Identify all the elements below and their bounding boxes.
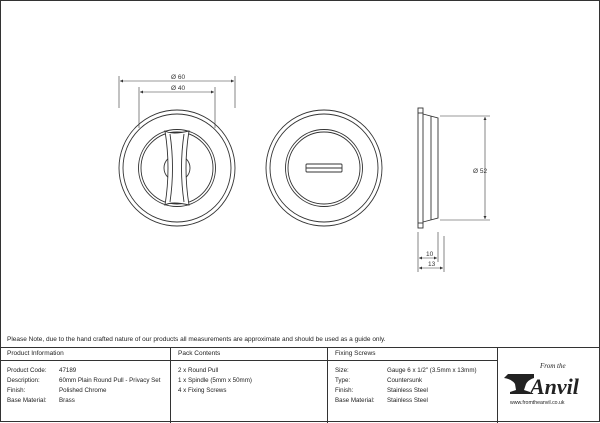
- row-label: Size:: [335, 367, 349, 374]
- row-label: Product Code:: [7, 367, 47, 374]
- row-label: Base Material:: [7, 397, 47, 404]
- logo-brand-text: Anvil: [528, 374, 580, 399]
- side-view: [417, 107, 439, 229]
- row-label: Finish:: [335, 387, 354, 394]
- product-info-row: Finish: Polished Chrome: [7, 386, 170, 396]
- dimension-inner-diameter-label: Ø 40: [171, 85, 185, 92]
- fixing-screws-row: Finish: Stainless Steel: [335, 386, 497, 396]
- product-info-header: Product Information: [0, 348, 170, 361]
- logo-from-text: From the: [539, 362, 566, 370]
- front-view-release: [265, 109, 383, 227]
- pack-contents-section: Pack Contents 2 x Round Pull 1 x Spindle…: [171, 348, 328, 423]
- row-label: Type:: [335, 377, 351, 384]
- dimension-depth-outer-label: 13: [428, 261, 436, 268]
- fixing-screws-row: Base Material: Stainless Steel: [335, 396, 497, 406]
- dimension-depth-inner-label: 10: [426, 251, 434, 258]
- from-the-anvil-logo: From the Anvil www.fromtheanvil.co.uk: [504, 362, 580, 406]
- row-label: Description:: [7, 377, 40, 384]
- row-value: Brass: [59, 397, 75, 404]
- dimension-inner-diameter: [138, 87, 216, 128]
- row-value: Countersunk: [387, 377, 423, 384]
- product-info-section: Product Information Product Code: 47189 D…: [0, 348, 171, 423]
- row-value: 60mm Plain Round Pull - Privacy Set: [59, 377, 161, 384]
- dimension-outer-diameter: [118, 76, 236, 108]
- dimension-height-label: Ø 52: [473, 168, 487, 175]
- row-label: Base Material:: [335, 397, 375, 404]
- row-value: 47189: [59, 367, 77, 374]
- row-value: Gauge 6 x 1/2" (3.5mm x 13mm): [387, 367, 477, 374]
- row-value: Stainless Steel: [387, 387, 428, 394]
- pack-item: 4 x Fixing Screws: [178, 387, 227, 394]
- disclaimer-note: Please Note, due to the hand crafted nat…: [7, 336, 386, 343]
- spec-table: Product Information Product Code: 47189 D…: [0, 347, 600, 423]
- pack-contents-header: Pack Contents: [171, 348, 327, 361]
- product-info-row: Base Material: Brass: [7, 396, 170, 406]
- product-info-row: Description: 60mm Plain Round Pull - Priv…: [7, 376, 170, 386]
- fixing-screws-row: Size: Gauge 6 x 1/2" (3.5mm x 13mm): [335, 366, 497, 376]
- fixing-screws-header: Fixing Screws: [328, 348, 497, 361]
- technical-drawing: Ø 60 Ø 40 Ø 52 10 13: [118, 74, 490, 272]
- dimension-height: [440, 115, 490, 221]
- row-value: Polished Chrome: [59, 387, 107, 394]
- fixing-screws-section: Fixing Screws Size: Gauge 6 x 1/2" (3.5mm…: [328, 348, 498, 423]
- fixing-screws-row: Type: Countersunk: [335, 376, 497, 386]
- pack-item: 1 x Spindle (5mm x 50mm): [178, 377, 252, 384]
- anvil-icon: [504, 374, 534, 394]
- dimension-depth-inner: [417, 232, 439, 272]
- row-value: Stainless Steel: [387, 397, 428, 404]
- front-view-thumbturn: [118, 109, 236, 227]
- dimension-depth-outer: [419, 236, 445, 272]
- pack-item: 2 x Round Pull: [178, 367, 219, 374]
- product-info-row: Product Code: 47189: [7, 366, 170, 376]
- logo-url-text: www.fromtheanvil.co.uk: [510, 400, 565, 406]
- dimension-outer-diameter-label: Ø 60: [171, 74, 185, 81]
- row-label: Finish:: [7, 387, 26, 394]
